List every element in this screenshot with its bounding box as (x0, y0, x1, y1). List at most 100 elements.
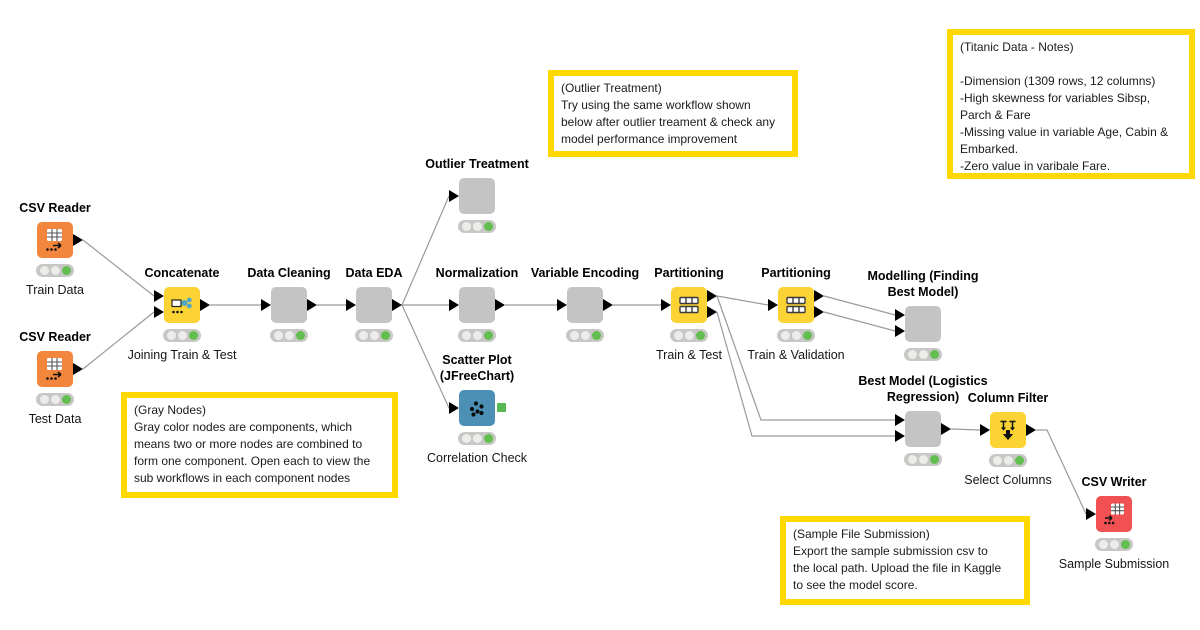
status-lights (904, 348, 942, 361)
output-port[interactable] (707, 306, 717, 318)
annotation-outlier-treatment[interactable]: (Outlier Treatment) Try using the same w… (548, 70, 798, 157)
node-title: Data EDA (345, 266, 403, 280)
annotation-sample-file-submission[interactable]: (Sample File Submission) Export the samp… (780, 516, 1030, 605)
node-caption: Joining Train & Test (127, 348, 237, 362)
status-lights (163, 329, 201, 342)
input-port[interactable] (557, 299, 567, 311)
output-port[interactable] (392, 299, 402, 311)
node-title: Data Cleaning (247, 266, 331, 280)
input-port[interactable] (895, 325, 905, 337)
node-body-column-filter[interactable] (980, 412, 1036, 448)
node-caption: Sample Submission (1058, 557, 1170, 571)
edge-columnfilter-to-csvwriter[interactable] (1036, 429, 1087, 515)
input-port[interactable] (895, 309, 905, 321)
edge-partitioning2-to-modelling-2[interactable] (823, 311, 896, 332)
node-title: Variable Encoding (530, 266, 640, 280)
edge-partitioning1-to-bestmodel-1[interactable] (716, 295, 895, 421)
node-title: Best Model (Logistics Regression) (858, 374, 988, 404)
node-title: Partitioning (654, 266, 724, 280)
node-body-partitioning-train-validation[interactable] (768, 287, 824, 323)
status-lights (904, 453, 942, 466)
edge-eda-to-scatter[interactable] (401, 304, 450, 409)
image-output-port[interactable] (497, 403, 506, 412)
node-body-normalization[interactable] (449, 287, 505, 323)
input-port[interactable] (661, 299, 671, 311)
output-port[interactable] (814, 306, 824, 318)
node-title: CSV Reader (19, 201, 91, 215)
output-port[interactable] (73, 363, 83, 375)
annotation-titanic-notes[interactable]: (Titanic Data - Notes) -Dimension (1309 … (947, 29, 1195, 179)
node-body-data-cleaning[interactable] (261, 287, 317, 323)
input-port[interactable] (346, 299, 356, 311)
node-body-scatter-plot[interactable] (449, 390, 506, 426)
status-lights (458, 432, 496, 445)
output-port[interactable] (707, 290, 717, 302)
input-port[interactable] (1086, 508, 1096, 520)
edge-train-to-concatenate[interactable] (82, 239, 155, 297)
input-port[interactable] (154, 290, 164, 302)
node-csv-reader-train: CSV Reader Train Data (19, 201, 91, 297)
node-body-csv-writer[interactable] (1086, 496, 1132, 532)
table-export-icon (46, 229, 62, 251)
node-title: Column Filter (967, 391, 1049, 405)
node-body-best-model[interactable] (895, 411, 951, 447)
input-port[interactable] (980, 424, 990, 436)
node-body-data-eda[interactable] (346, 287, 402, 323)
node-title: Outlier Treatment (425, 157, 529, 171)
node-body-concatenate[interactable] (154, 287, 210, 323)
edge-eda-to-outlier[interactable] (401, 195, 450, 306)
edge-partitioning1-to-bestmodel-2[interactable] (716, 311, 895, 437)
edge-partitioning1-to-partitioning2[interactable] (716, 295, 769, 306)
node-normalization: Normalization (436, 266, 518, 342)
output-port[interactable] (200, 299, 210, 311)
node-data-eda: Data EDA (346, 266, 402, 342)
input-port[interactable] (449, 299, 459, 311)
node-title: CSV Writer (1081, 475, 1147, 489)
node-csv-reader-test: CSV Reader Test Data (19, 330, 91, 426)
annotation-gray-nodes[interactable]: (Gray Nodes) Gray color nodes are compon… (121, 392, 398, 498)
node-column-filter: Column Filter Select Columns (964, 391, 1052, 487)
output-port[interactable] (1026, 424, 1036, 436)
status-lights (355, 329, 393, 342)
partition-icon (786, 296, 806, 314)
input-port[interactable] (449, 402, 459, 414)
node-title: Modelling (Finding Best Model) (867, 269, 979, 299)
status-lights (989, 454, 1027, 467)
node-title: CSV Reader (19, 330, 91, 344)
node-body-modelling[interactable] (895, 306, 941, 342)
edge-partitioning2-to-modelling-1[interactable] (823, 295, 896, 316)
node-body-csv-reader-train[interactable] (37, 222, 83, 258)
node-title: Normalization (435, 266, 519, 280)
edge-bestmodel-to-columnfilter[interactable] (950, 428, 981, 431)
status-lights (1095, 538, 1133, 551)
status-lights (458, 329, 496, 342)
node-caption: Test Data (28, 412, 82, 426)
input-port[interactable] (768, 299, 778, 311)
partition-icon (679, 296, 699, 314)
status-lights (36, 264, 74, 277)
output-port[interactable] (73, 234, 83, 246)
node-title: Partitioning (761, 266, 831, 280)
output-port[interactable] (814, 290, 824, 302)
output-port[interactable] (941, 423, 951, 435)
node-body-csv-reader-test[interactable] (37, 351, 83, 387)
node-body-partitioning-train-test[interactable] (661, 287, 717, 323)
node-body-outlier-treatment[interactable] (449, 178, 495, 214)
node-best-model: Best Model (Logistics Regression) (858, 374, 988, 466)
input-port[interactable] (895, 430, 905, 442)
output-port[interactable] (603, 299, 613, 311)
node-body-variable-encoding[interactable] (557, 287, 613, 323)
input-port[interactable] (449, 190, 459, 202)
node-caption: Correlation Check (426, 451, 528, 465)
output-port[interactable] (307, 299, 317, 311)
node-scatter-plot: Scatter Plot (JFreeChart) Correlation Ch… (427, 353, 527, 465)
output-port[interactable] (495, 299, 505, 311)
input-port[interactable] (154, 306, 164, 318)
edge-test-to-concatenate[interactable] (82, 311, 155, 370)
node-title: Scatter Plot (JFreeChart) (439, 353, 515, 383)
input-port[interactable] (895, 414, 905, 426)
table-import-icon (1104, 503, 1124, 525)
input-port[interactable] (261, 299, 271, 311)
